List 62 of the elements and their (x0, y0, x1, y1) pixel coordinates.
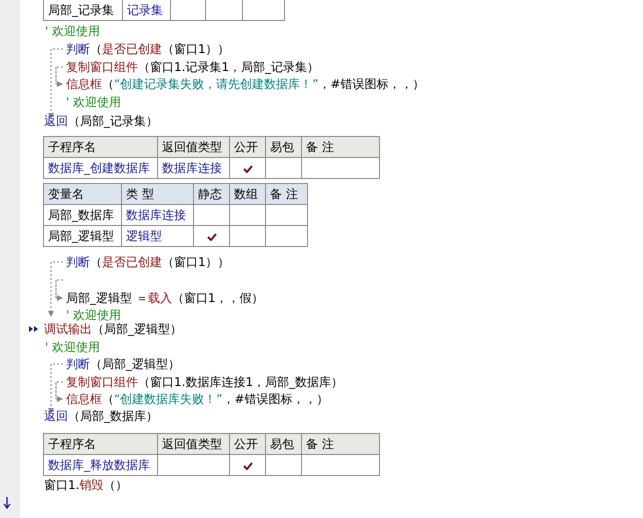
code-text: （局部_逻辑型） (90, 356, 180, 373)
code-text: 是否已创建 (102, 41, 162, 58)
code-text: （） (103, 477, 128, 494)
table-cell: 逻辑型 (122, 226, 194, 246)
code-comment: ' 欢迎使用 (45, 339, 100, 356)
code-text: （ (90, 41, 102, 58)
column-header: 返回值类型 (158, 434, 230, 454)
code-text: （窗口1）） (162, 41, 230, 58)
column-header: 静态 (194, 184, 230, 204)
code-keyword: 载入 (148, 290, 172, 307)
code-text: （局部_数据库） (68, 408, 158, 425)
column-header: 备 注 (302, 434, 380, 454)
code-keyword: 调试输出 (44, 321, 92, 338)
column-header: 公开 (230, 136, 266, 158)
code-keyword: 复制窗口组件 (66, 374, 138, 391)
column-header: 公开 (230, 434, 266, 454)
table-cell: 局部_数据库 (44, 204, 122, 226)
table-cell: 局部_逻辑型 (44, 226, 122, 246)
code-text: （局部_记录集） (68, 113, 158, 130)
code-text: 是否已创建 (102, 254, 162, 271)
code-text: （窗口1.记录集1，局部_记录集） (138, 59, 320, 76)
column-header: 变量名 (44, 184, 122, 204)
column-header: 易包 (266, 434, 302, 454)
code-text: 局部_逻辑型 ＝ (66, 290, 148, 307)
code-text: （ (102, 391, 114, 408)
column-header: 备 注 (266, 184, 308, 204)
code-text: ，#错误图标，，） (222, 391, 328, 408)
column-header: 类 型 (122, 184, 194, 204)
code-text: “创建记录集失败，请先创建数据库！” (114, 76, 318, 93)
code-keyword: 信息框 (66, 76, 102, 93)
code-comment: ' 欢迎使用 (45, 23, 100, 40)
column-header: 数组 (230, 184, 266, 204)
table-cell: 数据库连接 (122, 204, 194, 226)
code-text: （ (90, 254, 102, 271)
code-keyword: 返回 (44, 408, 68, 425)
column-header: 子程序名 (44, 434, 158, 454)
code-text: （局部_逻辑型） (92, 321, 182, 338)
code-keyword: 复制窗口组件 (66, 59, 138, 76)
column-header: 返回值类型 (158, 136, 230, 158)
table-cell: 数据库连接 (158, 158, 230, 178)
code-keyword: 信息框 (66, 391, 102, 408)
code-comment: ' 欢迎使用 (66, 307, 122, 323)
code-keyword: 销毁 (79, 477, 104, 494)
table-cell: 记录集 (122, 0, 170, 20)
code-text: （窗口1，，假） (172, 290, 264, 307)
code-keyword: 判断 (66, 356, 90, 373)
table-cell: 数据库_释放数据库 (44, 454, 158, 476)
code-keyword: 判断 (66, 254, 90, 271)
code-text: “创建数据库失败！” (114, 391, 222, 408)
table-cell: 局部_记录集 (44, 0, 122, 20)
column-header: 备 注 (302, 136, 380, 158)
column-header: 易包 (266, 136, 302, 158)
code-text: ，#错误图标，，） (318, 76, 424, 93)
code-keyword: 判断 (66, 41, 90, 58)
code-text: 窗口1. (44, 477, 80, 494)
table-cell: 数据库_创建数据库 (44, 158, 158, 178)
code-text: （ (102, 76, 114, 93)
column-header: 子程序名 (44, 136, 158, 158)
code-text: （窗口1）） (162, 254, 230, 271)
code-text: （窗口1.数据库连接1，局部_数据库） (138, 374, 344, 391)
code-comment: ' 欢迎使用 (66, 94, 122, 111)
code-keyword: 返回 (44, 113, 68, 130)
